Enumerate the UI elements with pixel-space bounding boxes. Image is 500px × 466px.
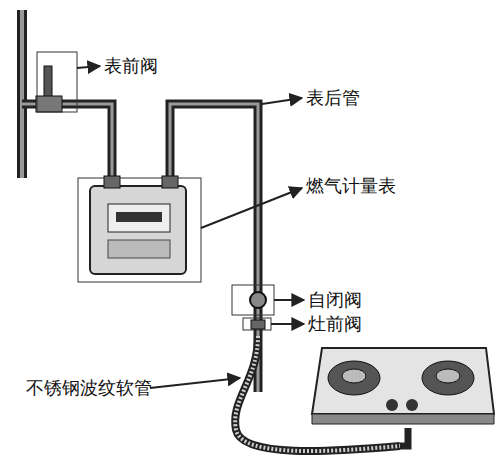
stove-inlet (400, 428, 408, 446)
knob (406, 399, 418, 411)
leader-arrow (201, 188, 302, 228)
meter-body (90, 186, 186, 274)
inlet-pipe (22, 104, 112, 182)
meter-plate (108, 240, 170, 258)
valve-frame (37, 52, 77, 112)
meter-inlet (104, 176, 120, 188)
riser-pipe (17, 10, 27, 178)
inlet-pipe-highlight (22, 104, 112, 182)
meter-outlet (162, 176, 178, 188)
leader-arrow (271, 323, 304, 325)
part-label: 表后管 (306, 89, 360, 107)
leader-arrow (150, 378, 240, 388)
stove-front (312, 414, 494, 424)
leader-arrow (274, 299, 304, 301)
knob (386, 399, 398, 411)
part-label: 自闭阀 (308, 291, 362, 309)
stove-valve (251, 320, 265, 329)
meter-panel (108, 204, 170, 232)
part-label: 不锈钢波纹软管 (26, 379, 152, 397)
stove-valve-frame (243, 318, 271, 330)
valve-body (36, 96, 62, 112)
meter-counter (116, 212, 162, 222)
meter-frame (78, 178, 201, 282)
burner-cap (342, 369, 366, 383)
burner-cap (436, 369, 460, 383)
self-close-frame (232, 285, 274, 315)
self-close-valve (250, 292, 266, 308)
leader-arrow (77, 66, 100, 68)
part-label: 灶前阀 (308, 315, 362, 333)
stove-top (312, 348, 494, 414)
burner (422, 361, 474, 395)
part-label: 燃气计量表 (306, 177, 396, 195)
riser-pipe-highlight (20, 10, 24, 178)
leader-arrow (262, 98, 302, 104)
part-label: 表前阀 (104, 57, 158, 75)
burner (328, 361, 380, 395)
